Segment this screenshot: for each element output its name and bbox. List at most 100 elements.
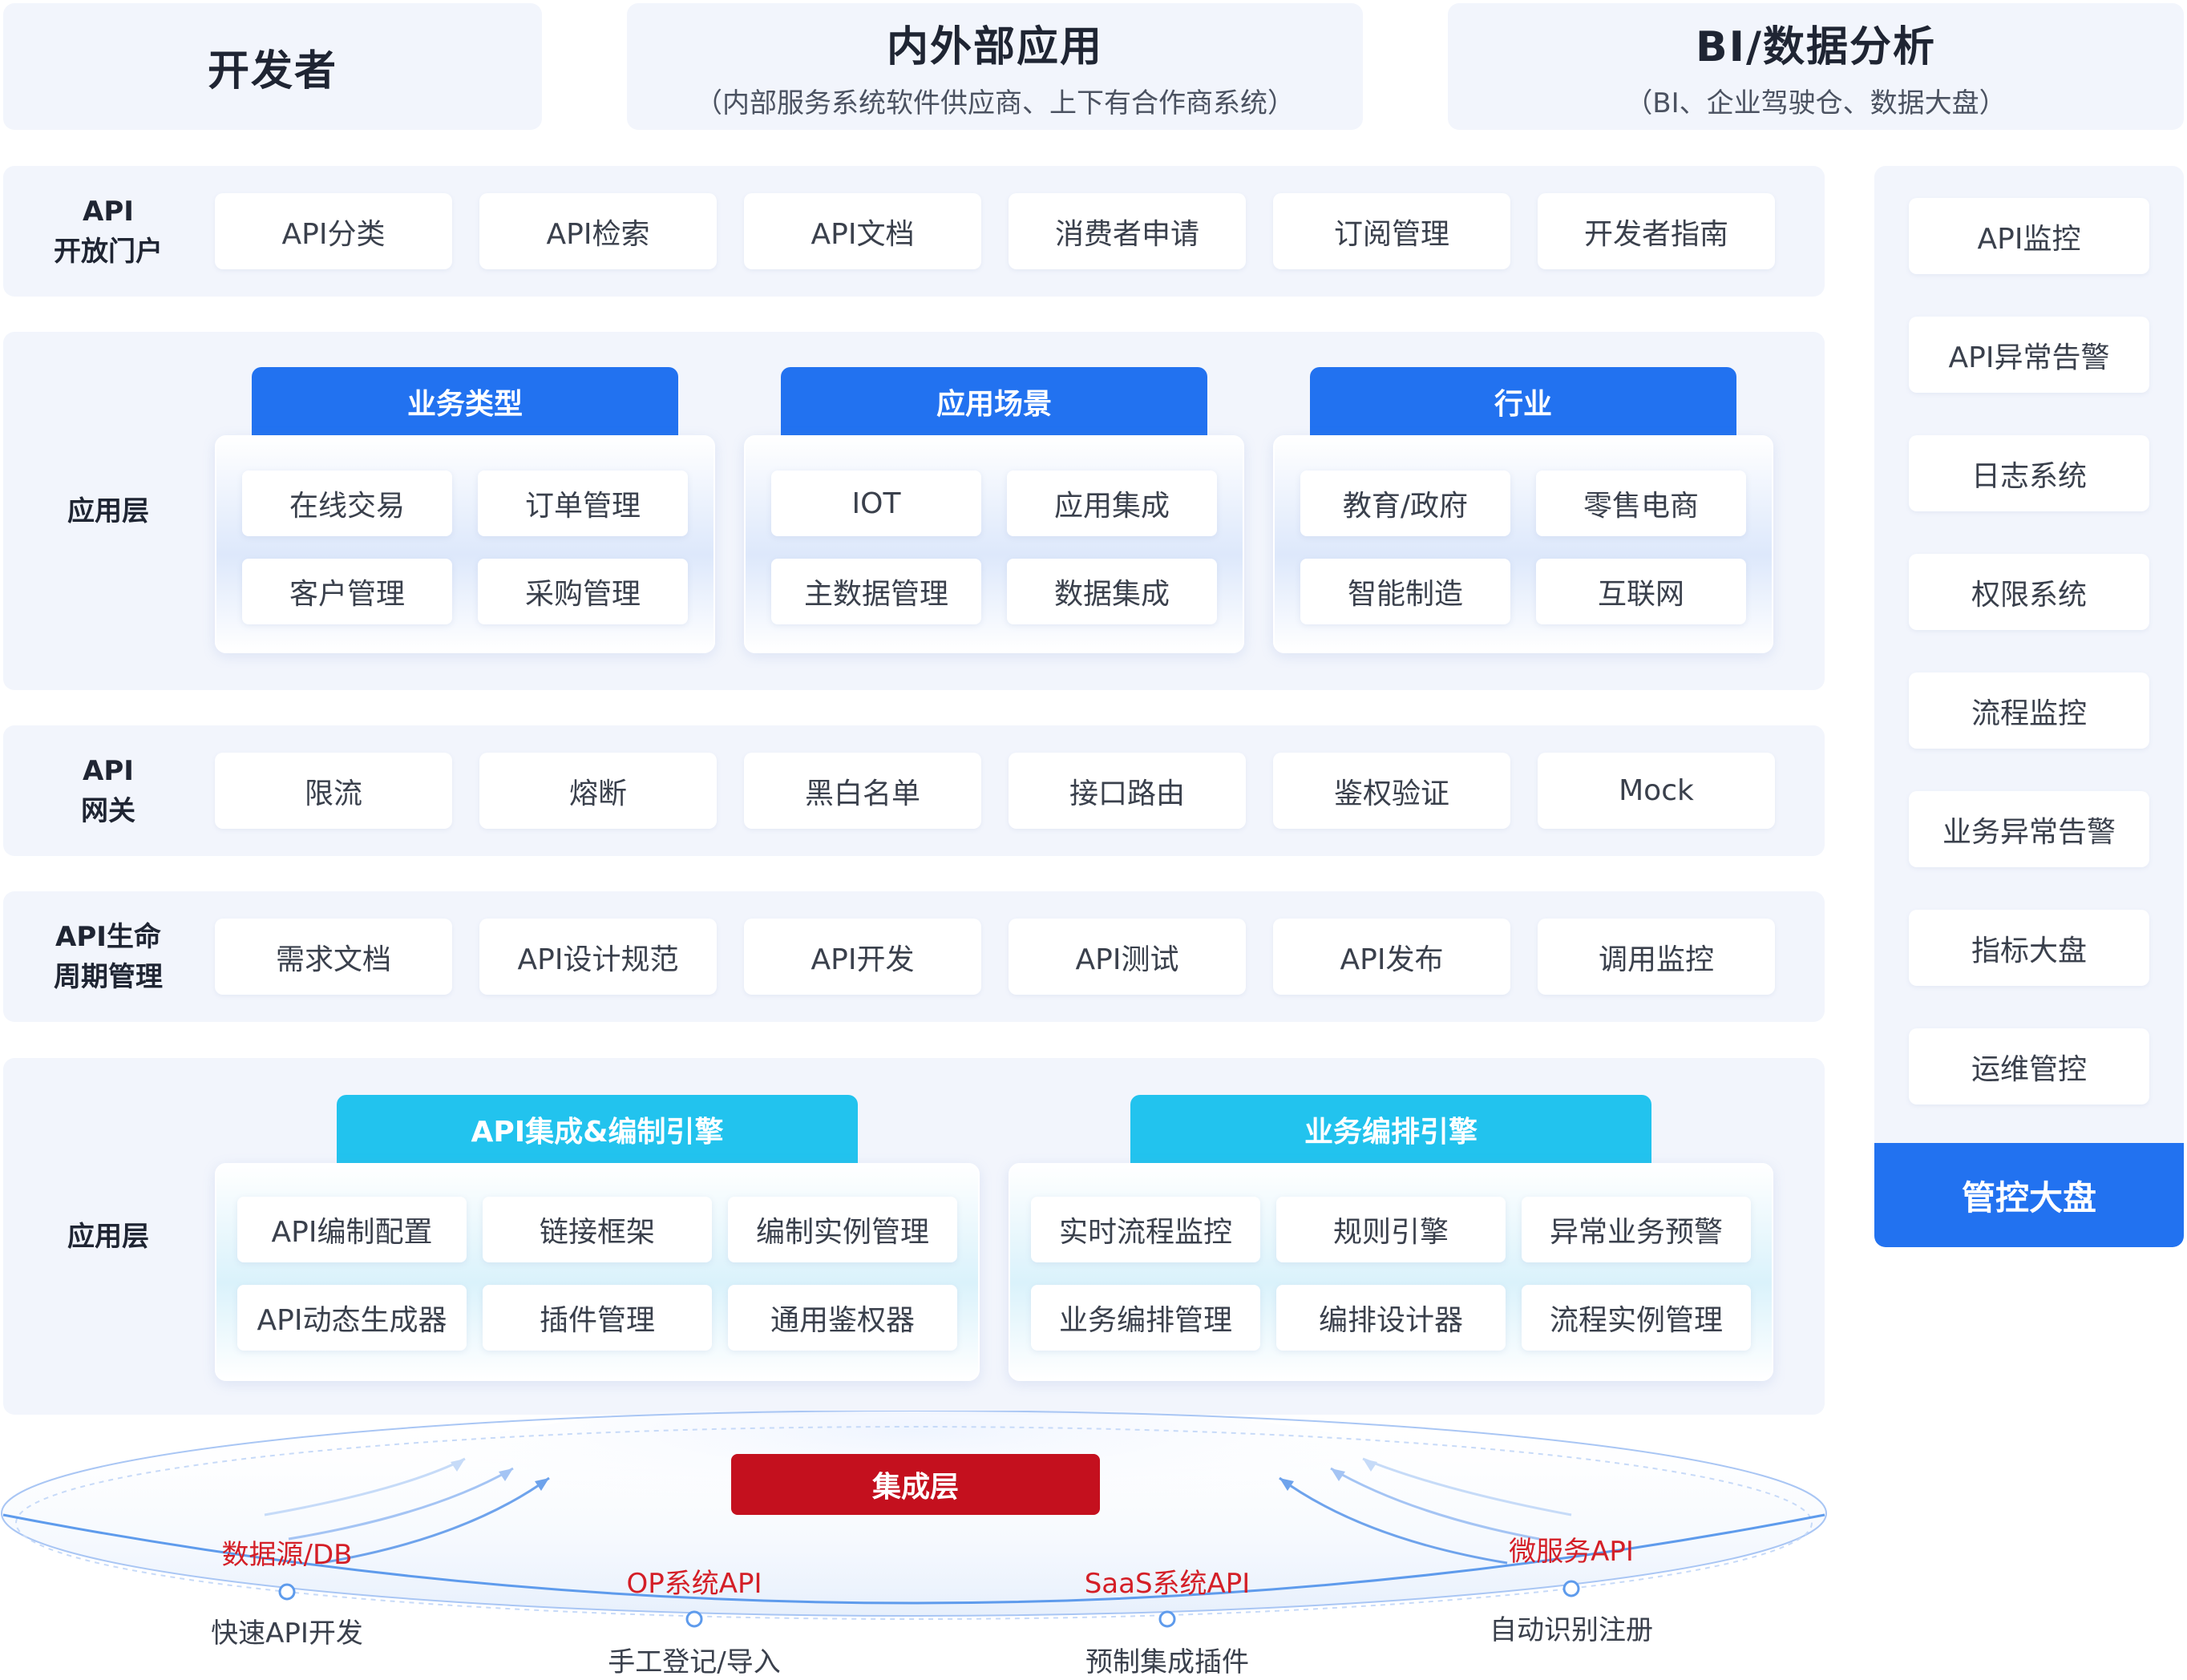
source-label-op: OP系统API [626, 1568, 762, 1600]
portal-item-dev-guide[interactable]: 开发者指南 [1538, 193, 1775, 269]
item-manufacturing[interactable]: 智能制造 [1300, 559, 1510, 624]
item-app-integration[interactable]: 应用集成 [1007, 470, 1217, 536]
item-data-integration[interactable]: 数据集成 [1007, 559, 1217, 624]
item-orchestration-mgmt[interactable]: 业务编排管理 [1031, 1285, 1260, 1351]
side-item-process-monitor[interactable]: 流程监控 [1909, 672, 2149, 749]
item-iot[interactable]: IOT [771, 470, 981, 536]
side-item-business-alert[interactable]: 业务异常告警 [1909, 791, 2149, 867]
source-node-saas [1158, 1610, 1176, 1628]
arrow-left-3 [320, 1476, 550, 1565]
item-common-auth[interactable]: 通用鉴权器 [728, 1285, 957, 1351]
group-card-business-engine: 实时流程监控 规则引擎 异常业务预警 业务编排管理 编排设计器 流程实例管理 [1009, 1163, 1773, 1381]
item-master-data[interactable]: 主数据管理 [771, 559, 981, 624]
apps-subtitle: （内部服务系统软件供应商、上下有合作商系统） [695, 87, 1295, 119]
lifecycle-item-develop[interactable]: API开发 [744, 919, 981, 995]
control-dashboard-button[interactable]: 管控大盘 [1874, 1143, 2184, 1247]
portal-item-category[interactable]: API分类 [215, 193, 452, 269]
gateway-label-line1: API [83, 754, 134, 787]
item-customer-mgmt[interactable]: 客户管理 [242, 559, 452, 624]
item-api-orchestration-config[interactable]: API编制配置 [237, 1197, 467, 1262]
item-realtime-monitor[interactable]: 实时流程监控 [1031, 1197, 1260, 1262]
group-card-scenario: IOT 应用集成 主数据管理 数据集成 [744, 435, 1244, 653]
arrow-right-1 [1362, 1457, 1572, 1516]
lifecycle-item-publish[interactable]: API发布 [1273, 919, 1510, 995]
side-item-api-alert[interactable]: API异常告警 [1909, 317, 2149, 393]
item-internet[interactable]: 互联网 [1536, 559, 1746, 624]
item-retail[interactable]: 零售电商 [1536, 470, 1746, 536]
portal-band: API 开放门户 API分类 API检索 API文档 消费者申请 订阅管理 开发… [3, 166, 1825, 297]
group-tab-business-engine: 业务编排引擎 [1130, 1095, 1651, 1163]
app-layer-label: 应用层 [67, 495, 149, 527]
arrowhead-left-1 [451, 1459, 465, 1472]
item-link-framework[interactable]: 链接框架 [483, 1197, 712, 1262]
bi-title: BI/数据分析 [1696, 23, 1936, 71]
side-item-metrics-board[interactable]: 指标大盘 [1909, 910, 2149, 986]
side-item-api-monitor[interactable]: API监控 [1909, 198, 2149, 274]
gateway-item-auth[interactable]: 鉴权验证 [1273, 753, 1510, 829]
lifecycle-item-design-spec[interactable]: API设计规范 [479, 919, 717, 995]
gateway-item-mock[interactable]: Mock [1538, 753, 1775, 829]
bi-header: BI/数据分析 （BI、企业驾驶仓、数据大盘） [1448, 3, 2184, 130]
item-orchestration-instance[interactable]: 编制实例管理 [728, 1197, 957, 1262]
source-label-db: 数据源/DB [221, 1539, 353, 1571]
engine-layer-label: 应用层 [67, 1220, 149, 1253]
gateway-item-circuit-breaker[interactable]: 熔断 [479, 753, 717, 829]
gateway-item-routing[interactable]: 接口路由 [1009, 753, 1246, 829]
apps-title: 内外部应用 [886, 23, 1103, 71]
arrowhead-left-2 [499, 1468, 513, 1481]
source-label-microservice: 微服务API [1509, 1536, 1634, 1568]
gateway-item-rate-limit[interactable]: 限流 [215, 753, 452, 829]
item-online-trade[interactable]: 在线交易 [242, 470, 452, 536]
gateway-item-blacklist[interactable]: 黑白名单 [744, 753, 981, 829]
developer-title: 开发者 [207, 46, 338, 95]
portal-item-search[interactable]: API检索 [479, 193, 717, 269]
side-item-log-system[interactable]: 日志系统 [1909, 435, 2149, 511]
item-plugin-mgmt[interactable]: 插件管理 [483, 1285, 712, 1351]
apps-header: 内外部应用 （内部服务系统软件供应商、上下有合作商系统） [627, 3, 1363, 130]
lifecycle-item-test[interactable]: API测试 [1009, 919, 1246, 995]
group-tab-api-engine: API集成&编制引擎 [337, 1095, 858, 1163]
group-tab-industry: 行业 [1310, 367, 1736, 435]
arrowhead-right-2 [1331, 1468, 1345, 1481]
item-purchase-mgmt[interactable]: 采购管理 [478, 559, 688, 624]
item-orchestration-designer[interactable]: 编排设计器 [1276, 1285, 1506, 1351]
portal-item-subscription[interactable]: 订阅管理 [1273, 193, 1510, 269]
arrowhead-right-1 [1363, 1459, 1377, 1472]
portal-label: API 开放门户 [3, 166, 213, 297]
lifecycle-band: API生命 周期管理 需求文档 API设计规范 API开发 API测试 API发… [3, 891, 1825, 1022]
gateway-label: API 网关 [3, 725, 213, 856]
integration-ring-dashed [15, 1426, 1813, 1620]
side-item-ops-control[interactable]: 运维管控 [1909, 1028, 2149, 1105]
source-label-saas: SaaS系统API [1084, 1568, 1251, 1600]
control-column: API监控 API异常告警 日志系统 权限系统 流程监控 业务异常告警 指标大盘… [1874, 166, 2184, 1240]
arrowhead-left-3 [535, 1478, 549, 1491]
lifecycle-label-line2: 周期管理 [54, 960, 163, 993]
group-card-api-engine: API编制配置 链接框架 编制实例管理 API动态生成器 插件管理 通用鉴权器 [215, 1163, 980, 1381]
gateway-label-line2: 网关 [81, 794, 135, 827]
portal-item-consumer-apply[interactable]: 消费者申请 [1009, 193, 1246, 269]
group-tab-business-type: 业务类型 [252, 367, 678, 435]
developer-header: 开发者 [3, 3, 542, 130]
portal-label-line1: API [83, 195, 134, 228]
item-api-generator[interactable]: API动态生成器 [237, 1285, 467, 1351]
lifecycle-label-line1: API生命 [55, 920, 161, 953]
portal-label-line2: 开放门户 [54, 235, 163, 268]
item-order-mgmt[interactable]: 订单管理 [478, 470, 688, 536]
group-tab-scenario: 应用场景 [781, 367, 1207, 435]
side-item-permission-system[interactable]: 权限系统 [1909, 554, 2149, 630]
item-rule-engine[interactable]: 规则引擎 [1276, 1197, 1506, 1262]
source-node-db [278, 1583, 296, 1601]
gateway-band: API 网关 限流 熔断 黑白名单 接口路由 鉴权验证 Mock [3, 725, 1825, 856]
group-card-industry: 教育/政府 零售电商 智能制造 互联网 [1273, 435, 1773, 653]
method-label-db: 快速API开发 [211, 1617, 363, 1650]
item-process-instance[interactable]: 流程实例管理 [1522, 1285, 1751, 1351]
arrow-right-2 [1330, 1467, 1540, 1541]
lifecycle-item-call-monitor[interactable]: 调用监控 [1538, 919, 1775, 995]
method-label-saas: 预制集成插件 [1085, 1646, 1249, 1678]
lifecycle-item-requirements[interactable]: 需求文档 [215, 919, 452, 995]
group-card-business-type: 在线交易 订单管理 客户管理 采购管理 [215, 435, 715, 653]
item-edu-gov[interactable]: 教育/政府 [1300, 470, 1510, 536]
source-node-microservice [1562, 1580, 1580, 1597]
item-anomaly-alert[interactable]: 异常业务预警 [1522, 1197, 1751, 1262]
portal-item-docs[interactable]: API文档 [744, 193, 981, 269]
